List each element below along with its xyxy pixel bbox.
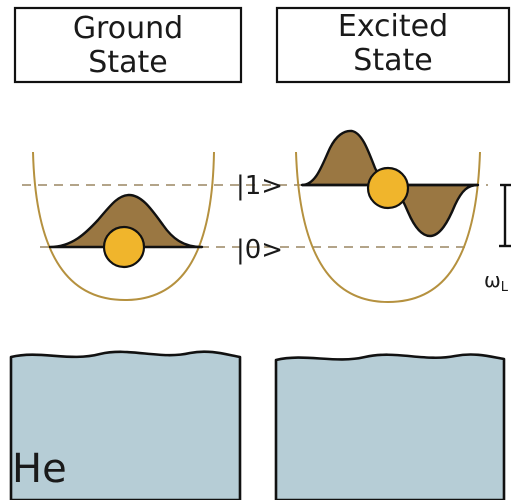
ground-wavepacket bbox=[48, 193, 204, 249]
excited-particle bbox=[366, 166, 410, 210]
excited-state-box bbox=[275, 6, 511, 84]
level-1-label: |1> bbox=[236, 171, 283, 201]
ground-particle bbox=[102, 225, 146, 269]
excited-state-title-line2: State bbox=[353, 43, 432, 78]
ground-state-title-line2: State bbox=[88, 45, 167, 80]
excited-potential-well bbox=[295, 151, 481, 304]
excited-state-title-line1: Excited bbox=[338, 9, 448, 44]
ground-state-box bbox=[13, 6, 243, 84]
helium-bath-left bbox=[9, 350, 242, 500]
helium-bath-right bbox=[274, 353, 506, 500]
level-0-label: |0> bbox=[236, 235, 283, 265]
ground-state-title-line1: Ground bbox=[73, 11, 183, 46]
ground-potential-well bbox=[32, 151, 215, 302]
energy-gap-bracket bbox=[499, 183, 511, 248]
frequency-label: ωL bbox=[484, 268, 509, 295]
helium-label: He bbox=[12, 446, 67, 492]
